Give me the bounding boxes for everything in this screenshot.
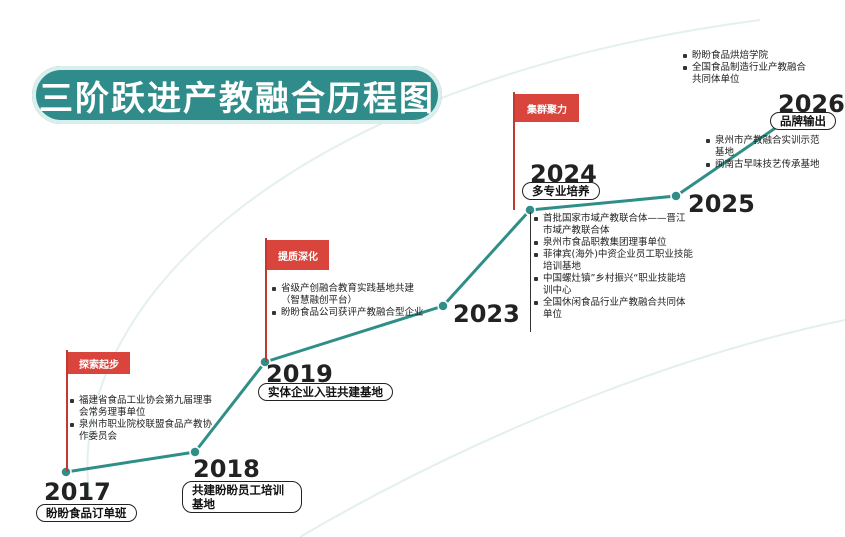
notes-2019: 省级产创融合教育实践基地共建（智慧融创平台） 盼盼食品公司获评产教融合型企业 [272,283,432,319]
note-item: 菲律宾(海外)中资企业员工职业技能培训基地 [534,249,694,273]
note-item: 全国休闲食品行业产教融合共同体单位 [534,297,694,321]
note-item: 闽南古早味技艺传承基地 [706,159,821,171]
node-2023 [437,300,449,312]
note-item: 泉州市职业院校联盟食品产教协作委员会 [70,419,220,443]
flag-label: 提质深化 [267,240,329,270]
notes-2024: 首批国家市域产教联合体——晋江市域产教联合体 泉州市食品职教集团理事单位 菲律宾… [534,213,694,321]
notes-2025: 泉州市产教融合实训示范基地 闽南古早味技艺传承基地 [706,135,821,171]
note-item: 盼盼食品烘焙学院 [683,50,808,62]
caption-2026: 品牌输出 [770,112,836,130]
flag-label: 集群聚力 [515,94,579,122]
year-2025: 2025 [688,190,755,218]
note-item: 中国螺灶镇”乡村振兴“职业技能培训中心 [534,273,694,297]
caption-2024: 多专业培养 [522,182,600,200]
caption-2019: 实体企业入驻共建基地 [258,383,393,401]
notes-2026: 盼盼食品烘焙学院 全国食品制造行业产教融合共同体单位 [683,50,808,86]
caption-2017: 盼盼食品订单班 [36,504,137,522]
year-2018: 2018 [193,455,260,483]
page-title: 三阶跃进产教融合历程图 [39,78,435,119]
note-item: 首批国家市域产教联合体——晋江市域产教联合体 [534,213,694,237]
note-item: 全国食品制造行业产教融合共同体单位 [683,62,808,86]
note-item: 泉州市产教融合实训示范基地 [706,135,821,159]
year-2023: 2023 [453,300,520,328]
flag-label: 探索起步 [68,352,130,374]
note-item: 盼盼食品公司获评产教融合型企业 [272,307,432,319]
note-item: 泉州市食品职教集团理事单位 [534,237,694,249]
note-item: 福建省食品工业协会第九届理事会常务理事单位 [70,395,220,419]
notes-bracket-2024 [530,212,531,332]
title-banner: 三阶跃进产教融合历程图 [32,66,442,124]
year-2017: 2017 [44,478,111,506]
node-2025 [670,190,682,202]
node-2018 [189,446,201,458]
caption-2018: 共建盼盼员工培训基地 [182,481,302,513]
note-item: 省级产创融合教育实践基地共建（智慧融创平台） [272,283,432,307]
notes-2017: 福建省食品工业协会第九届理事会常务理事单位 泉州市职业院校联盟食品产教协作委员会 [70,395,220,443]
